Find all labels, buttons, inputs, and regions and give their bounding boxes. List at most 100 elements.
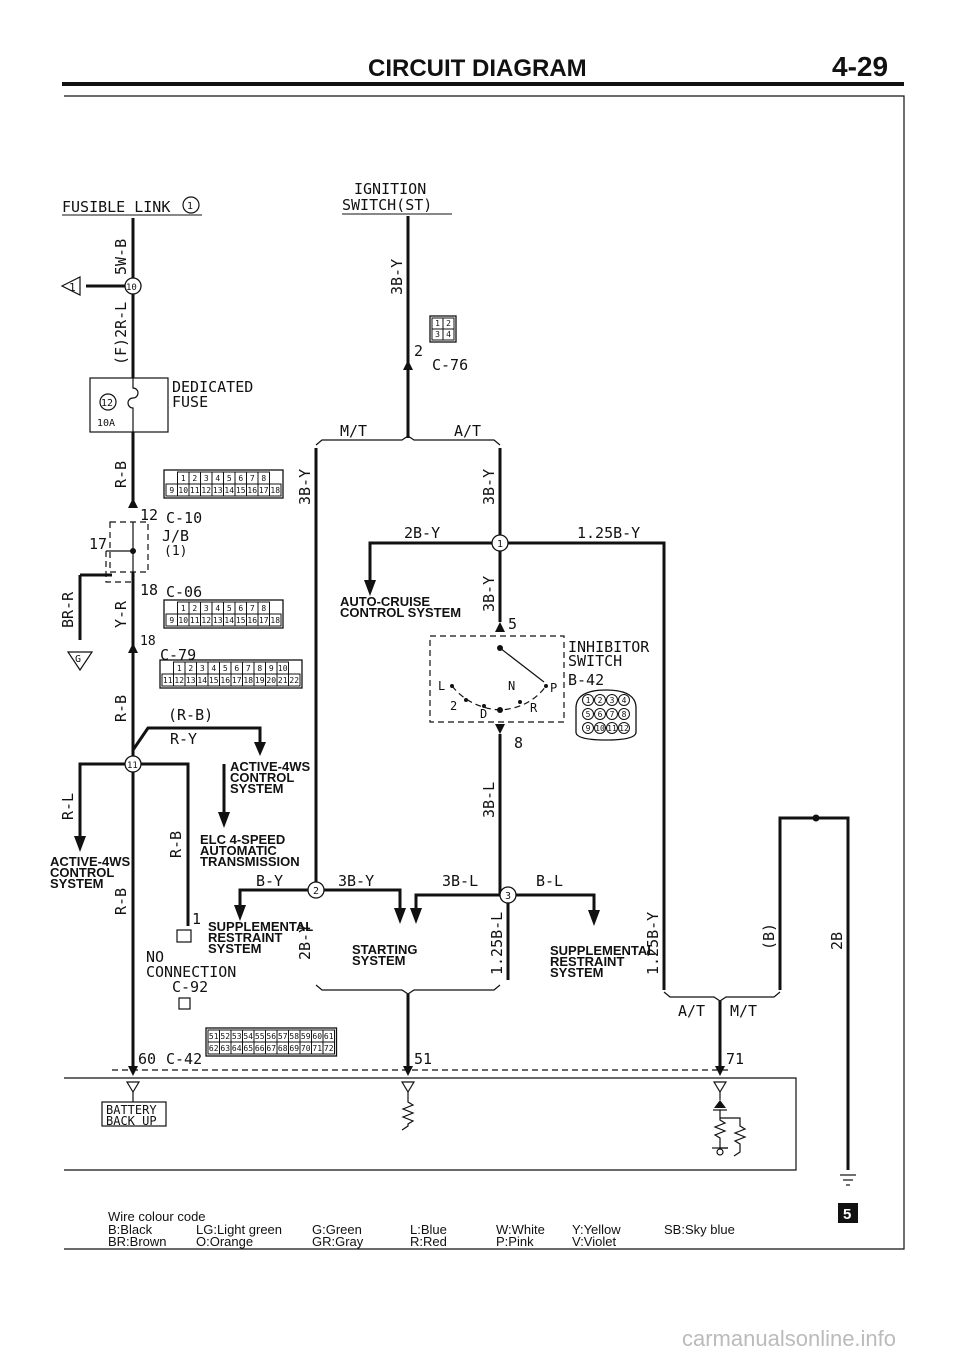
b42-pin-label: 11 xyxy=(607,724,617,733)
jb-sub: (1) xyxy=(164,544,187,559)
b42-pin-label: 9 xyxy=(586,724,591,733)
c06-pin-label: 5 xyxy=(227,604,232,613)
wire-125by-r-label: 1.25B-Y xyxy=(644,912,662,975)
wire-rb-2: R-B xyxy=(112,695,130,722)
junction-node-2 xyxy=(307,881,325,899)
legend-r2-c2: O:Orange xyxy=(196,1234,253,1249)
active4ws-a-line1: ACTIVE-4WS xyxy=(230,759,311,774)
inhibitor-in-arrow xyxy=(495,622,505,632)
c06-pin-label: 4 xyxy=(215,604,220,613)
wire-f2rl: (F)2R-L xyxy=(112,302,130,365)
dedicated-fuse-box xyxy=(89,377,169,433)
c10-pin-label: 10 xyxy=(178,486,188,495)
srs2-line2: RESTRAINT xyxy=(550,954,624,969)
inhibitor-pos-2: 2 xyxy=(450,699,457,713)
wire-rb-4: R-B xyxy=(112,888,130,915)
wire-3bl-8-label: 3B-L xyxy=(480,782,498,818)
wire-3by-5-label: 3B-Y xyxy=(480,576,498,612)
b42-pin-cell xyxy=(606,722,618,734)
wire-rb-1: R-B xyxy=(112,461,130,488)
c92-box xyxy=(176,929,192,943)
c92-face-box xyxy=(178,997,191,1010)
wire-rl xyxy=(78,762,133,840)
b42-pin-cell xyxy=(582,694,594,706)
label-at-bottom: A/T xyxy=(678,1002,705,1020)
resistor-51 xyxy=(401,1092,415,1131)
dedicated-fuse-line2: FUSE xyxy=(172,393,208,411)
c42-pin-label: 60 xyxy=(312,1032,322,1041)
section-mark-box xyxy=(838,1203,858,1223)
dedicated-fuse-line1: DEDICATED xyxy=(172,378,253,396)
c06-pin-cell xyxy=(269,613,282,627)
srs2-line1: SUPPLEMENTAL xyxy=(550,943,655,958)
junction-node-10-label: 10 xyxy=(126,283,137,293)
connector-b42-label: B-42 xyxy=(568,671,604,689)
c06-pin-label: 18 xyxy=(270,616,280,625)
wire-3by-ign-label: 3B-Y xyxy=(388,259,406,295)
wire-mt-3by-label: 3B-Y xyxy=(296,469,314,505)
c79-pin-label: 16 xyxy=(220,676,230,685)
resistor-71-b xyxy=(720,1117,747,1157)
inhibitor-lever xyxy=(499,647,545,683)
wire-ry: R-Y xyxy=(170,730,197,748)
starting-line1: STARTING xyxy=(352,942,417,957)
page-frame xyxy=(64,95,905,1250)
wire-at-3by-label: 3B-Y xyxy=(480,469,498,505)
c42-pin-label: 64 xyxy=(232,1044,242,1053)
c42-pin-cell xyxy=(322,1041,335,1055)
jb-node xyxy=(130,548,136,554)
fusible-link-label: FUSIBLE LINK xyxy=(62,198,170,216)
c92-label: C-92 xyxy=(172,978,208,996)
c06-pin-label: 1 xyxy=(181,604,186,613)
c79-pin-label: 3 xyxy=(200,664,205,673)
c79-pin-label: 6 xyxy=(234,664,239,673)
junction-node-1-label: 1 xyxy=(497,539,503,550)
c42-pin-label: 54 xyxy=(243,1032,253,1041)
c42-pin-label: 71 xyxy=(312,1044,322,1053)
inhibitor-pin-in: 5 xyxy=(508,615,517,633)
c10-pin-label: 15 xyxy=(236,486,246,495)
b42-pin-label: 10 xyxy=(595,724,605,733)
c79-pin-label: 1 xyxy=(177,664,182,673)
c06-pin-label: 16 xyxy=(247,616,257,625)
wire-125by-label: 1.25B-Y xyxy=(577,524,640,542)
c06-pin-label: 3 xyxy=(204,604,209,613)
fusible-link-number: 1 xyxy=(187,201,193,212)
c79-pin-label: 10 xyxy=(278,664,288,673)
legend-r1-c2: LG:Light green xyxy=(196,1222,282,1237)
c10-pin-label: 14 xyxy=(224,486,234,495)
b42-pin-cell xyxy=(594,708,606,720)
arrow-srs-1 xyxy=(234,905,246,921)
connector-c06-pin: 18 xyxy=(140,581,158,599)
b42-pin-label: 2 xyxy=(598,696,603,705)
wire-brr: BR-R xyxy=(59,591,77,628)
connector-c79-pin: 18 xyxy=(140,634,156,649)
section-mark: 5 xyxy=(843,1206,851,1223)
connector-c76-label: C-76 xyxy=(432,356,468,374)
c10-pin-label: 18 xyxy=(270,486,280,495)
resistor-51-input xyxy=(400,1081,416,1094)
b42-pin-label: 4 xyxy=(622,696,627,705)
c10-pin-label: 8 xyxy=(261,474,266,483)
c79-pin-label: 19 xyxy=(255,676,265,685)
c42-pin-label: 56 xyxy=(266,1032,276,1041)
c10-pin-label: 4 xyxy=(215,474,220,483)
connector-c10-label: C-10 xyxy=(166,509,202,527)
c10-pin-label: 16 xyxy=(247,486,257,495)
c79-pin-label: 4 xyxy=(211,664,216,673)
c10-pin-label: 13 xyxy=(213,486,223,495)
c42-pin-label: 67 xyxy=(266,1044,276,1053)
c10-pin-label: 3 xyxy=(204,474,209,483)
auto-cruise-line2: CONTROL SYSTEM xyxy=(340,605,461,620)
c06-pin-label: 9 xyxy=(169,616,174,625)
c06-pin-label: 15 xyxy=(236,616,246,625)
inhibitor-contact-2 xyxy=(464,698,468,702)
b42-pin-cell xyxy=(582,708,594,720)
c06-pin-label: 17 xyxy=(259,616,269,625)
c42-pin-label: 59 xyxy=(301,1032,311,1041)
b42-pin-label: 12 xyxy=(619,724,629,733)
junction-node-11 xyxy=(124,755,142,773)
